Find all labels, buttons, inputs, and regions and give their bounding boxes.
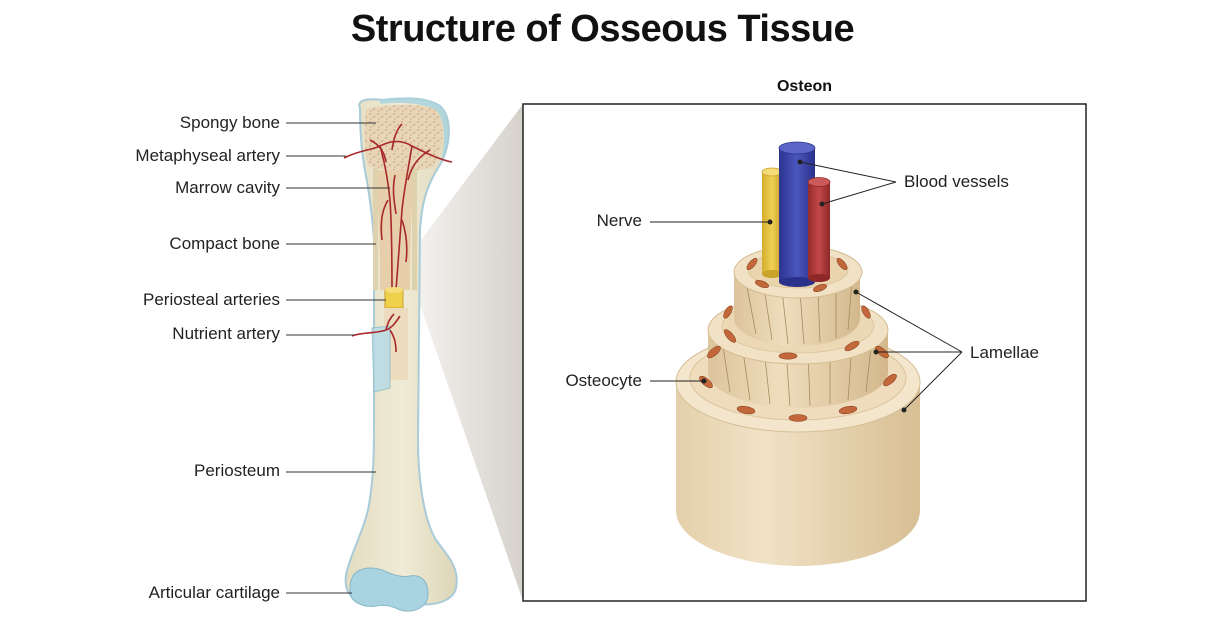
label-metaphyseal-artery: Metaphyseal artery [135,146,280,165]
zoom-wedge [415,104,523,601]
label-nutrient-artery: Nutrient artery [172,324,280,343]
osteon-title: Osteon [776,78,833,95]
label-compact-bone: Compact bone [169,234,280,253]
page-title: Structure of Osseous Tissue [350,8,855,50]
red-blood-vessel [807,177,831,282]
nutrient-artery-vessel [351,313,401,353]
label-lamellae: Lamellae [970,343,1039,362]
bone-leader-lines [286,122,390,594]
label-articular-cartilage: Articular cartilage [148,583,280,602]
osteocyte-cells [699,258,897,422]
label-marrow-cavity: Marrow cavity [175,178,280,197]
long-bone [343,97,458,612]
spongy-bone-region [364,104,443,171]
osteon-3d [675,141,921,566]
bottom-articular-cartilage [349,567,429,612]
osteon-base-cylinder [676,382,920,566]
label-nerve: Nerve [596,211,642,230]
osteon-leader-lines [650,159,963,413]
label-periosteal-arteries: Periosteal arteries [142,290,280,309]
label-blood-vessels: Blood vessels [904,172,1009,191]
periosteum-flap [371,325,391,393]
compact-bone-wall-left [373,168,378,290]
label-osteocyte: Osteocyte [565,371,642,390]
marrow-cavity-region [376,170,414,290]
compact-bone-wall-right [412,168,417,290]
label-periosteum: Periosteum [194,461,280,480]
marrow-arteries [343,123,453,291]
label-spongy-bone: Spongy bone [179,113,280,132]
